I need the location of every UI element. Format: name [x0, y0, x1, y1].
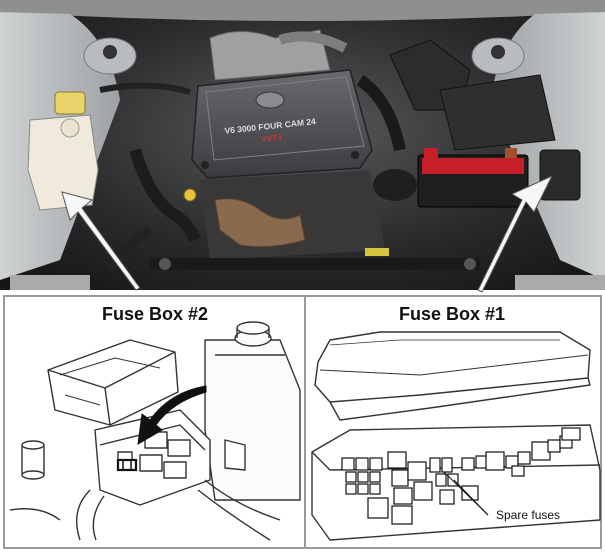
engine-bay-photo: V6 3000 FOUR CAM 24 VVT-i	[0, 0, 605, 293]
fuse-box-1-photo	[539, 149, 581, 201]
fuse-box-icon	[461, 457, 475, 471]
relay	[561, 427, 581, 441]
fuse-box-1-panel: Fuse Box #1	[311, 304, 601, 541]
relay	[413, 481, 433, 501]
fuse-box-icon	[369, 483, 381, 495]
fuse-box-icon	[369, 457, 383, 471]
toyota-logo-icon	[255, 91, 285, 109]
arrow-icon	[137, 385, 207, 445]
fuse-box-icon	[435, 473, 447, 487]
fuse-box-icon	[447, 473, 459, 487]
relay	[367, 497, 389, 519]
air-filter-box	[439, 74, 556, 151]
relay	[387, 451, 407, 469]
reservoir-cap	[54, 91, 86, 115]
fuse-box-2-panel: Fuse Box #2	[9, 304, 301, 541]
exhaust-manifold	[214, 198, 306, 248]
fuse-box-1-title: Fuse Box #1	[399, 304, 505, 324]
fuse-box-icon	[441, 457, 453, 473]
fuse-box-2-title: Fuse Box #2	[102, 304, 208, 324]
fuse-grid	[341, 427, 581, 525]
fuse-box-icon	[511, 465, 525, 477]
radiator-hose	[129, 148, 201, 243]
relay	[407, 461, 427, 481]
relay	[531, 441, 551, 461]
fuse-box-icon	[517, 451, 531, 465]
relay	[393, 487, 413, 505]
fuse-box-icon	[547, 439, 561, 453]
fuse-box-icon	[429, 457, 441, 473]
fuse-box-icon	[355, 457, 369, 471]
relay	[439, 489, 455, 505]
fuse-box-icon	[357, 483, 369, 495]
oil-dipstick-handle	[183, 188, 197, 202]
arrow-icon	[61, 191, 141, 291]
relay	[485, 451, 505, 471]
battery-terminal-negative	[505, 148, 517, 158]
fuse-box-icon	[369, 471, 381, 483]
intake-manifold	[209, 29, 331, 81]
engine-cover	[191, 69, 373, 179]
arrow-icon	[477, 174, 554, 293]
coolant-reservoir	[27, 114, 99, 211]
relay	[461, 485, 479, 501]
spare-fuses-label: Spare fuses	[496, 508, 560, 522]
fuse-box-icon	[341, 457, 355, 471]
fuse-box-2-sketch	[9, 321, 301, 541]
fuse-box-icon	[116, 458, 138, 472]
engine-badge-subtext: VVT-i	[261, 133, 282, 144]
fuse-box-icon	[345, 471, 357, 483]
battery-terminal-positive	[424, 148, 438, 158]
fuse-box-icon	[357, 471, 369, 483]
relay	[391, 505, 413, 525]
relay	[391, 469, 409, 487]
fuse-box-icon	[345, 483, 357, 495]
